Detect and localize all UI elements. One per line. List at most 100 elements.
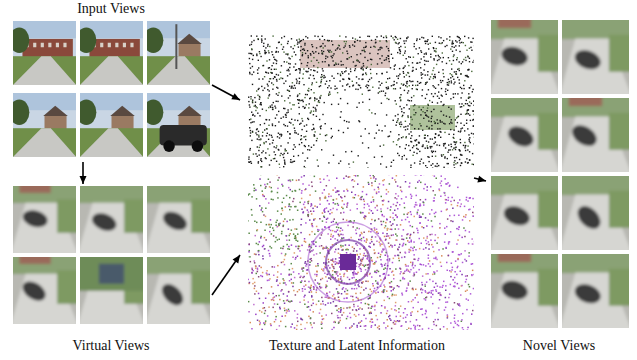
point <box>464 125 465 126</box>
window <box>41 43 44 47</box>
point <box>299 70 300 71</box>
point <box>385 35 386 36</box>
point <box>257 113 258 114</box>
point <box>381 291 383 293</box>
point <box>445 147 446 148</box>
point <box>254 221 256 223</box>
point <box>262 65 263 66</box>
point <box>294 85 295 86</box>
point <box>402 115 403 116</box>
point <box>438 55 439 56</box>
point <box>388 136 389 137</box>
point <box>251 272 253 274</box>
point <box>302 100 303 101</box>
point <box>367 168 368 169</box>
point <box>422 74 423 75</box>
point <box>403 107 404 108</box>
point <box>386 46 387 47</box>
point <box>460 142 461 143</box>
point <box>267 84 268 85</box>
object <box>499 44 529 68</box>
point <box>248 97 249 98</box>
point <box>439 98 440 99</box>
point <box>288 70 289 71</box>
point <box>472 153 473 154</box>
point <box>401 325 403 327</box>
point <box>453 164 454 165</box>
point <box>250 67 251 68</box>
point <box>408 145 409 146</box>
point <box>331 51 332 52</box>
point <box>468 134 469 135</box>
point <box>362 102 363 103</box>
tree <box>147 27 163 53</box>
point <box>408 117 409 118</box>
point <box>272 54 273 55</box>
point <box>412 85 413 86</box>
point <box>431 146 432 147</box>
point <box>313 75 314 76</box>
point <box>322 61 323 62</box>
point <box>301 40 302 41</box>
point <box>408 56 409 57</box>
point <box>386 166 387 167</box>
point <box>354 70 355 71</box>
point <box>368 147 369 148</box>
point <box>447 84 448 85</box>
point <box>421 95 422 96</box>
point <box>438 165 439 166</box>
point <box>384 60 385 61</box>
wheel <box>192 140 204 152</box>
point <box>473 125 474 126</box>
point <box>259 51 260 52</box>
point <box>328 93 329 94</box>
point <box>407 36 408 37</box>
point <box>386 98 387 99</box>
point <box>319 119 320 120</box>
point <box>399 124 400 125</box>
point <box>249 44 250 45</box>
point <box>302 52 303 53</box>
grass <box>57 270 76 304</box>
point <box>370 47 371 48</box>
point <box>329 91 330 92</box>
point <box>417 149 418 150</box>
point <box>425 82 426 83</box>
point <box>437 128 438 129</box>
point <box>445 290 447 292</box>
point <box>420 82 421 83</box>
point <box>424 112 425 113</box>
point <box>422 275 424 277</box>
point <box>357 60 358 61</box>
point <box>424 135 425 136</box>
point <box>400 97 401 98</box>
point <box>390 166 391 167</box>
point <box>333 155 334 156</box>
point <box>419 135 420 136</box>
tree <box>80 99 96 125</box>
point <box>451 74 452 75</box>
point <box>443 154 444 155</box>
point <box>294 132 295 133</box>
point <box>276 295 278 297</box>
point <box>358 78 359 79</box>
point <box>454 142 455 143</box>
point <box>465 150 466 151</box>
point <box>273 62 274 63</box>
point <box>466 158 467 159</box>
point <box>257 128 258 129</box>
point <box>376 36 377 37</box>
point <box>468 69 469 70</box>
point <box>355 65 356 66</box>
point <box>259 154 260 155</box>
point <box>363 50 364 51</box>
ground <box>147 257 210 324</box>
point <box>359 40 360 41</box>
point <box>421 37 422 38</box>
point <box>364 57 365 58</box>
point <box>275 125 276 126</box>
point <box>330 302 332 304</box>
point <box>279 79 280 80</box>
point <box>253 153 254 154</box>
point <box>388 48 389 49</box>
